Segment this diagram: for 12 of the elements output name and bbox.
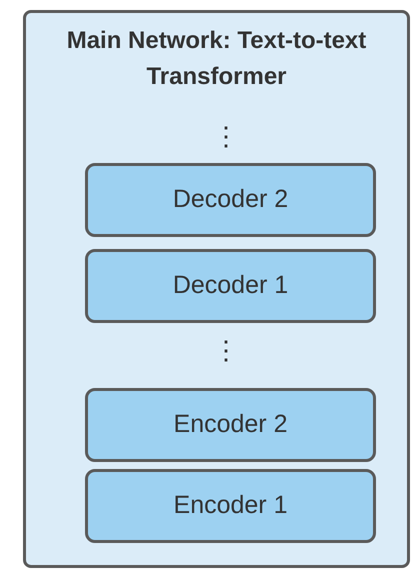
group-title: Main Network: Text-to-text Transformer (66, 26, 368, 92)
layer-box (85, 388, 376, 462)
layer-label: Encoder 2 (174, 409, 288, 440)
layer-label: Decoder 2 (172, 184, 288, 216)
layer-label: Encoder 1 (174, 490, 288, 522)
layer-box (85, 469, 376, 543)
vertical-ellipsis: ⋮ (213, 335, 235, 365)
layer-box (85, 163, 376, 237)
layer-label: Decoder 1 (172, 270, 288, 302)
group-panel (23, 10, 410, 568)
layer-box (85, 249, 376, 323)
vertical-ellipsis: ⋮ (213, 121, 235, 151)
